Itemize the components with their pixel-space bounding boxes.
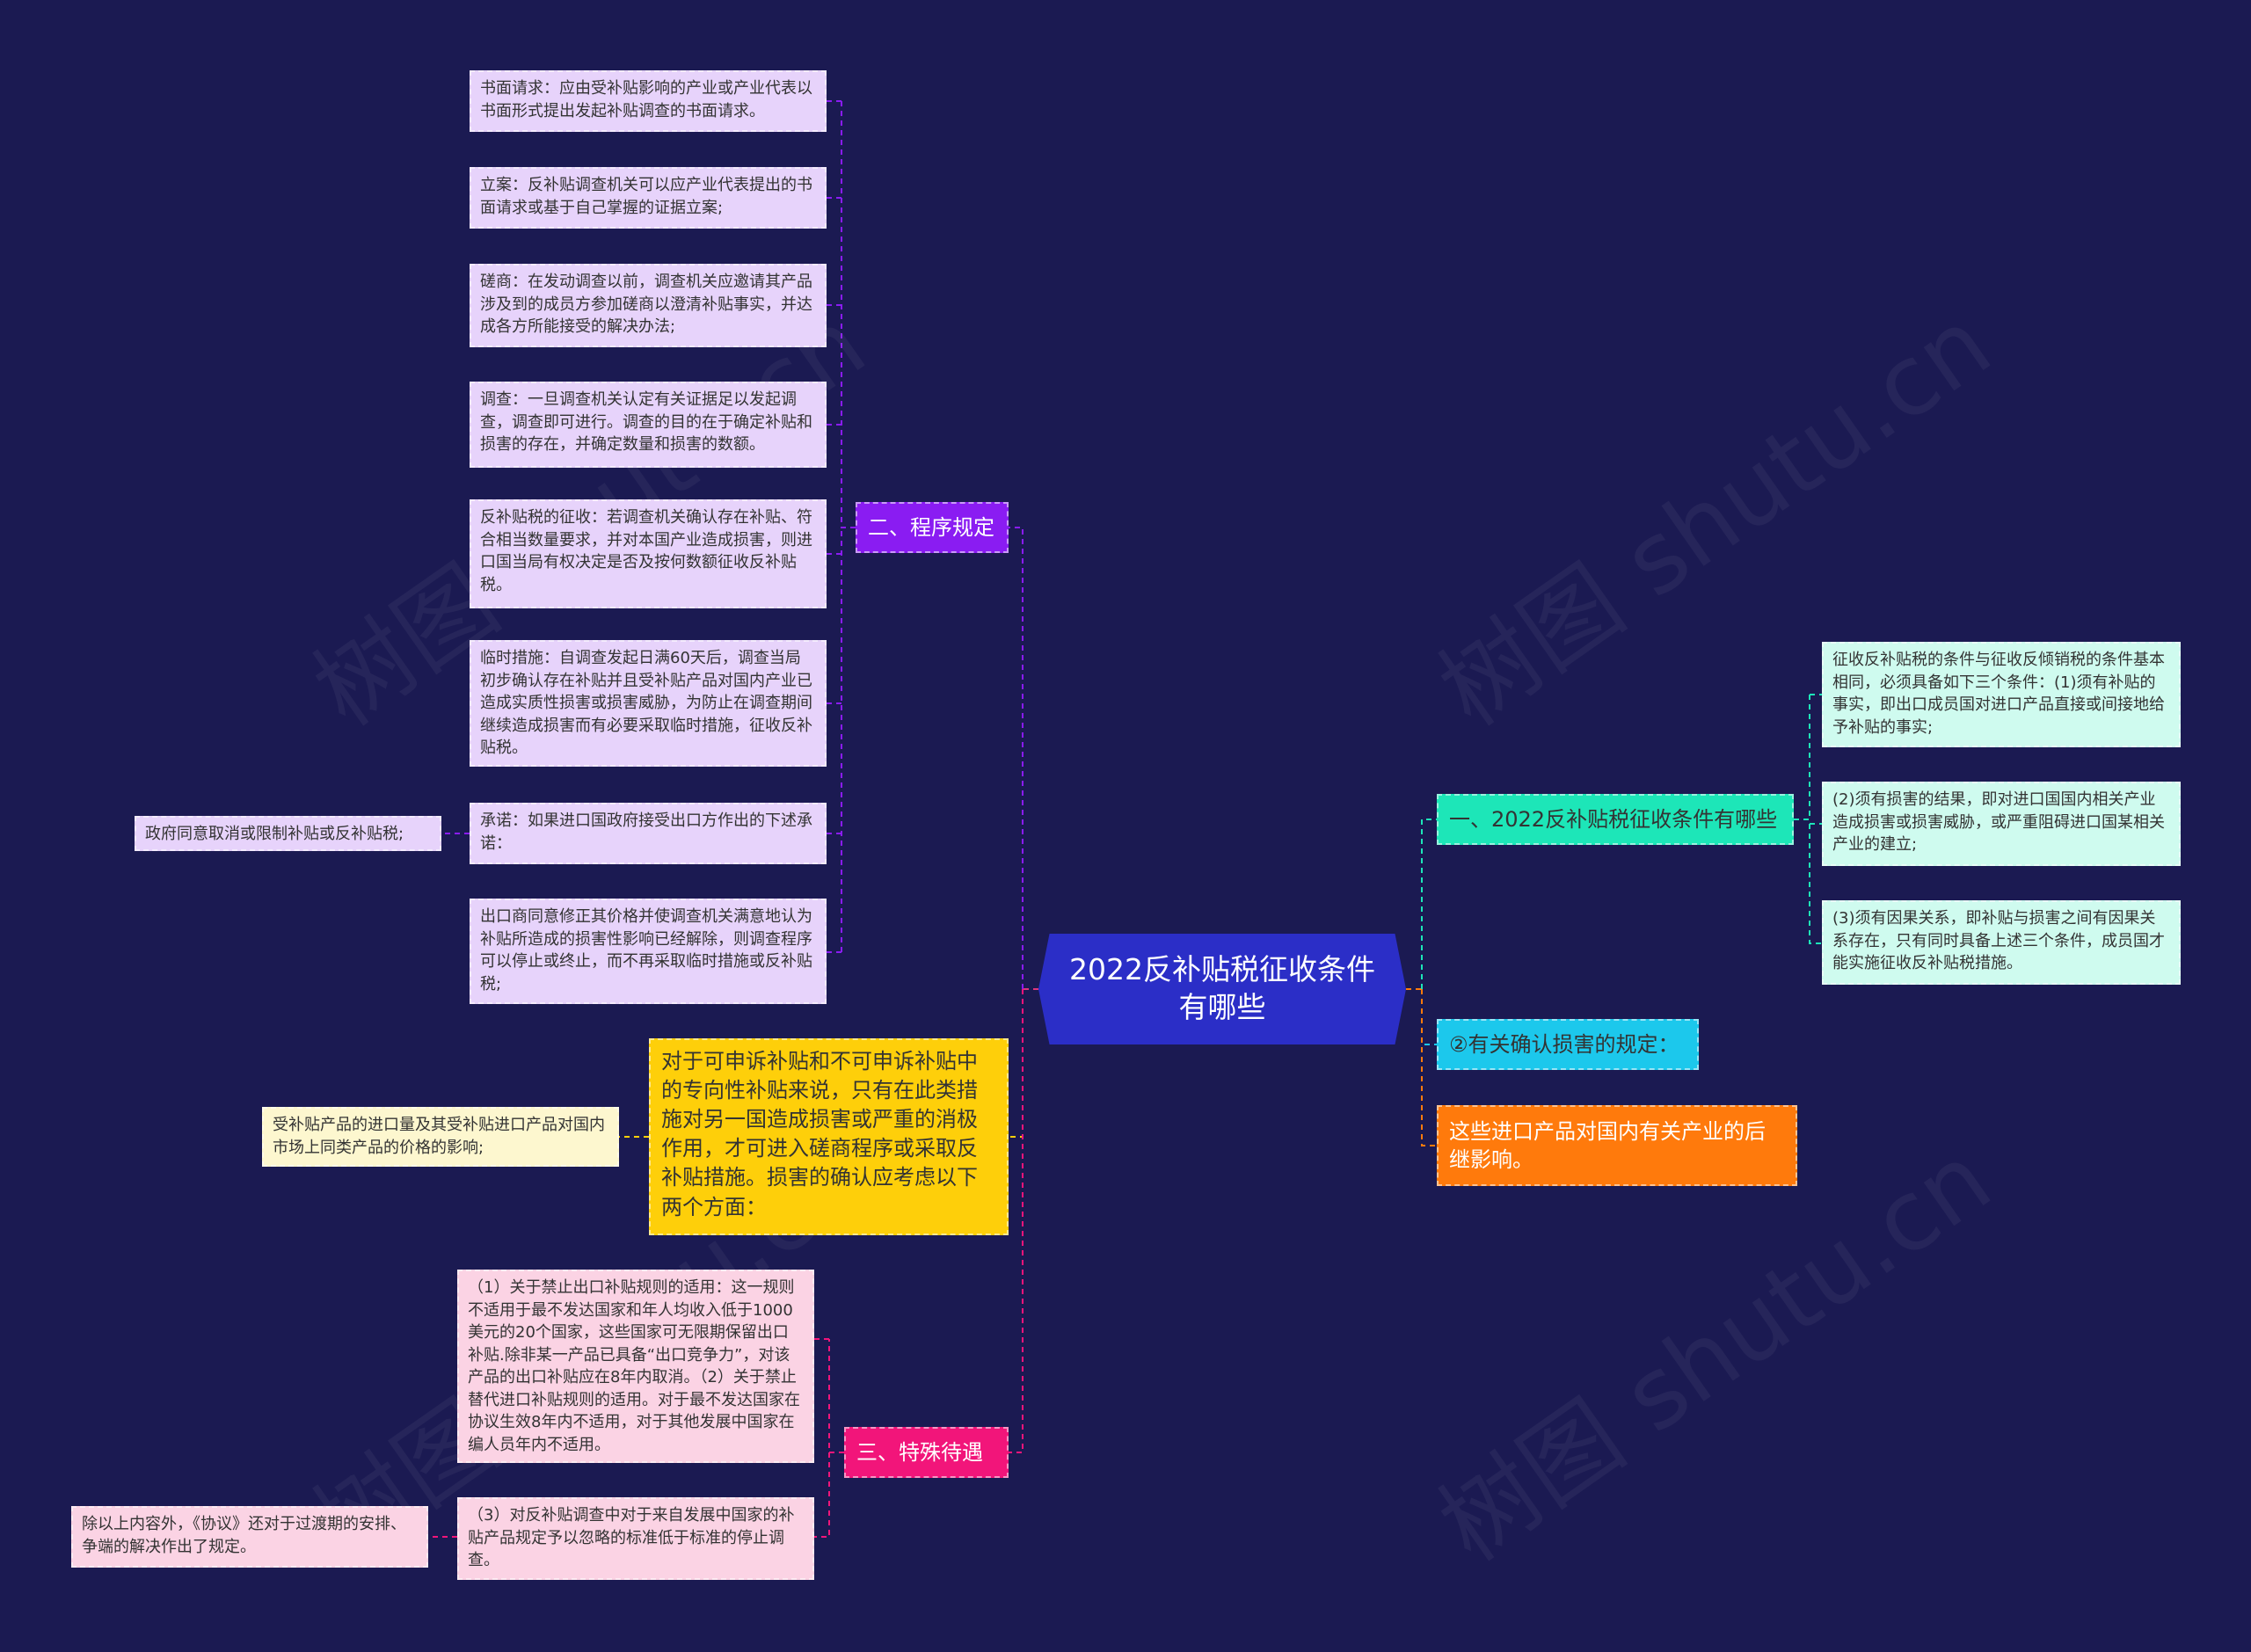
link-root-injury [1421, 989, 1437, 1045]
special-item-investigation[interactable]: （3）对反补贴调查中对于来自发展中国家的补贴产品规定予以忽略的标准低于标准的停止… [457, 1497, 814, 1580]
link-root-complaint [1009, 989, 1024, 1138]
link-root-conditions [1421, 819, 1437, 989]
branch-special[interactable]: 三、特殊待遇 [844, 1427, 1009, 1478]
conditions-item-causality[interactable]: (3)须有因果关系，即补贴与损害之间有因果关系存在，只有同时具备上述三个条件，成… [1822, 900, 2181, 985]
link-root-procedure [1009, 527, 1024, 989]
procedure-item-price-revision[interactable]: 出口商同意修正其价格并使调查机关满意地认为补贴所造成的损害性影响已经解除，则调查… [470, 899, 827, 1004]
link-root-special [1009, 989, 1024, 1453]
procedure-item-levy[interactable]: 反补贴税的征收：若调查机关确认存在补贴、符合相当数量要求，并对本国产业造成损害，… [470, 499, 827, 608]
branch-conditions[interactable]: 一、2022反补贴税征收条件有哪些 [1437, 794, 1794, 845]
root-topic[interactable]: 2022反补贴税征收条件有哪些 [1038, 934, 1406, 1044]
procedure-item-provisional[interactable]: 临时措施：自调查发起日满60天后，调查当局初步确认存在补贴并且受补贴产品对国内产… [470, 640, 827, 767]
complaint-item-import-volume[interactable]: 受补贴产品的进口量及其受补贴进口产品对国内市场上同类产品的价格的影响; [262, 1107, 619, 1167]
branch-injury-rules[interactable]: ②有关确认损害的规定： [1437, 1019, 1699, 1070]
procedure-item-written-request[interactable]: 书面请求：应由受补贴影响的产业或产业代表以书面形式提出发起补贴调查的书面请求。 [470, 70, 827, 132]
procedure-item-investigation[interactable]: 调查：一旦调查机关认定有关证据足以发起调查，调查即可进行。调查的目的在于确定补贴… [470, 382, 827, 468]
link-root-later [1421, 989, 1437, 1146]
link-special-items [814, 1338, 844, 1538]
branch-later-impact[interactable]: 这些进口产品对国内有关产业的后继影响。 [1437, 1105, 1797, 1186]
link-procedure-items [827, 100, 856, 953]
procedure-item-commitment[interactable]: 承诺：如果进口国政府接受出口方作出的下述承诺： [470, 803, 827, 864]
conditions-item-injury[interactable]: (2)须有损害的结果，即对进口国国内相关产业造成损害或损害威胁，或严重阻碍进口国… [1822, 782, 2181, 866]
branch-complaint[interactable]: 对于可申诉补贴和不可申诉补贴中的专向性补贴来说，只有在此类措施对另一国造成损害或… [649, 1038, 1009, 1235]
link-conditions-items [1794, 694, 1822, 944]
transition-sub-item[interactable]: 除以上内容外，《协议》还对于过渡期的安排、争端的解决作出了规定。 [71, 1506, 428, 1568]
procedure-item-filing[interactable]: 立案：反补贴调查机关可以应产业代表提出的书面请求或基于自己掌握的证据立案; [470, 167, 827, 229]
special-item-export-subsidy[interactable]: （1）关于禁止出口补贴规则的适用：这一规则不适用于最不发达国家和年人均收入低于1… [457, 1270, 814, 1463]
commitment-sub-item[interactable]: 政府同意取消或限制补贴或反补贴税; [135, 816, 441, 851]
conditions-item-subsidy-fact[interactable]: 征收反补贴税的条件与征收反倾销税的条件基本相同，必须具备如下三个条件：(1)须有… [1822, 642, 2181, 747]
procedure-item-consultation[interactable]: 磋商：在发动调查以前，调查机关应邀请其产品涉及到的成员方参加磋商以澄清补贴事实，… [470, 264, 827, 347]
branch-procedure[interactable]: 二、程序规定 [856, 502, 1009, 553]
